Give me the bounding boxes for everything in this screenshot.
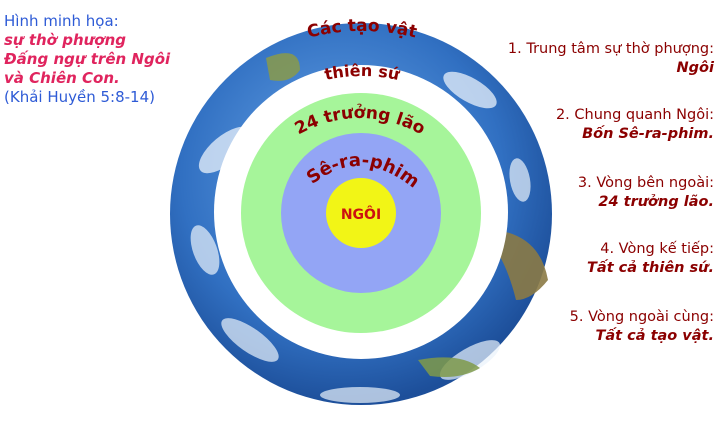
legend-label: 3. Vòng bên ngoài:: [577, 175, 714, 191]
legend-item-4: 4. Vòng kế tiếp: Tất cả thiên sứ.: [587, 240, 714, 278]
caption-title: Hình minh họa:: [4, 12, 119, 30]
throne-circle: [326, 178, 396, 248]
caption: Hình minh họa: sự thờ phượng Đấng ngự tr…: [4, 12, 204, 107]
legend-item-5: 5. Vòng ngoài cùng: Tất cả tạo vật.: [570, 308, 714, 346]
caption-line-worship: sự thờ phượng: [4, 31, 127, 49]
legend-item-1: 1. Trung tâm sự thờ phượng: Ngôi: [508, 40, 714, 78]
caption-reference: (Khải Huyền 5:8-14): [4, 88, 155, 106]
caption-line-lamb: và Chiên Con.: [4, 69, 120, 87]
legend-label: 5. Vòng ngoài cùng:: [569, 309, 714, 325]
legend-item-3: 3. Vòng bên ngoài: 24 trưởng lão.: [578, 174, 714, 212]
legend-value: Ngôi: [676, 60, 714, 76]
legend-value: Tất cả thiên sứ.: [587, 260, 714, 276]
angels-label: thiên sứ: [323, 61, 402, 84]
caption-line-throne: Đấng ngự trên Ngôi: [4, 50, 171, 68]
legend-value: Bốn Sê-ra-phim.: [582, 126, 714, 142]
legend-value: 24 trưởng lão.: [598, 194, 714, 210]
throne-label: NGÔI: [341, 205, 381, 223]
legend-label: 1. Trung tâm sự thờ phượng:: [507, 41, 714, 57]
legend-label: 4. Vòng kế tiếp:: [600, 241, 714, 257]
legend-value: Tất cả tạo vật.: [595, 328, 715, 344]
legend-item-2: 2. Chung quanh Ngôi: Bốn Sê-ra-phim.: [556, 106, 714, 144]
legend-label: 2. Chung quanh Ngôi:: [555, 107, 714, 123]
